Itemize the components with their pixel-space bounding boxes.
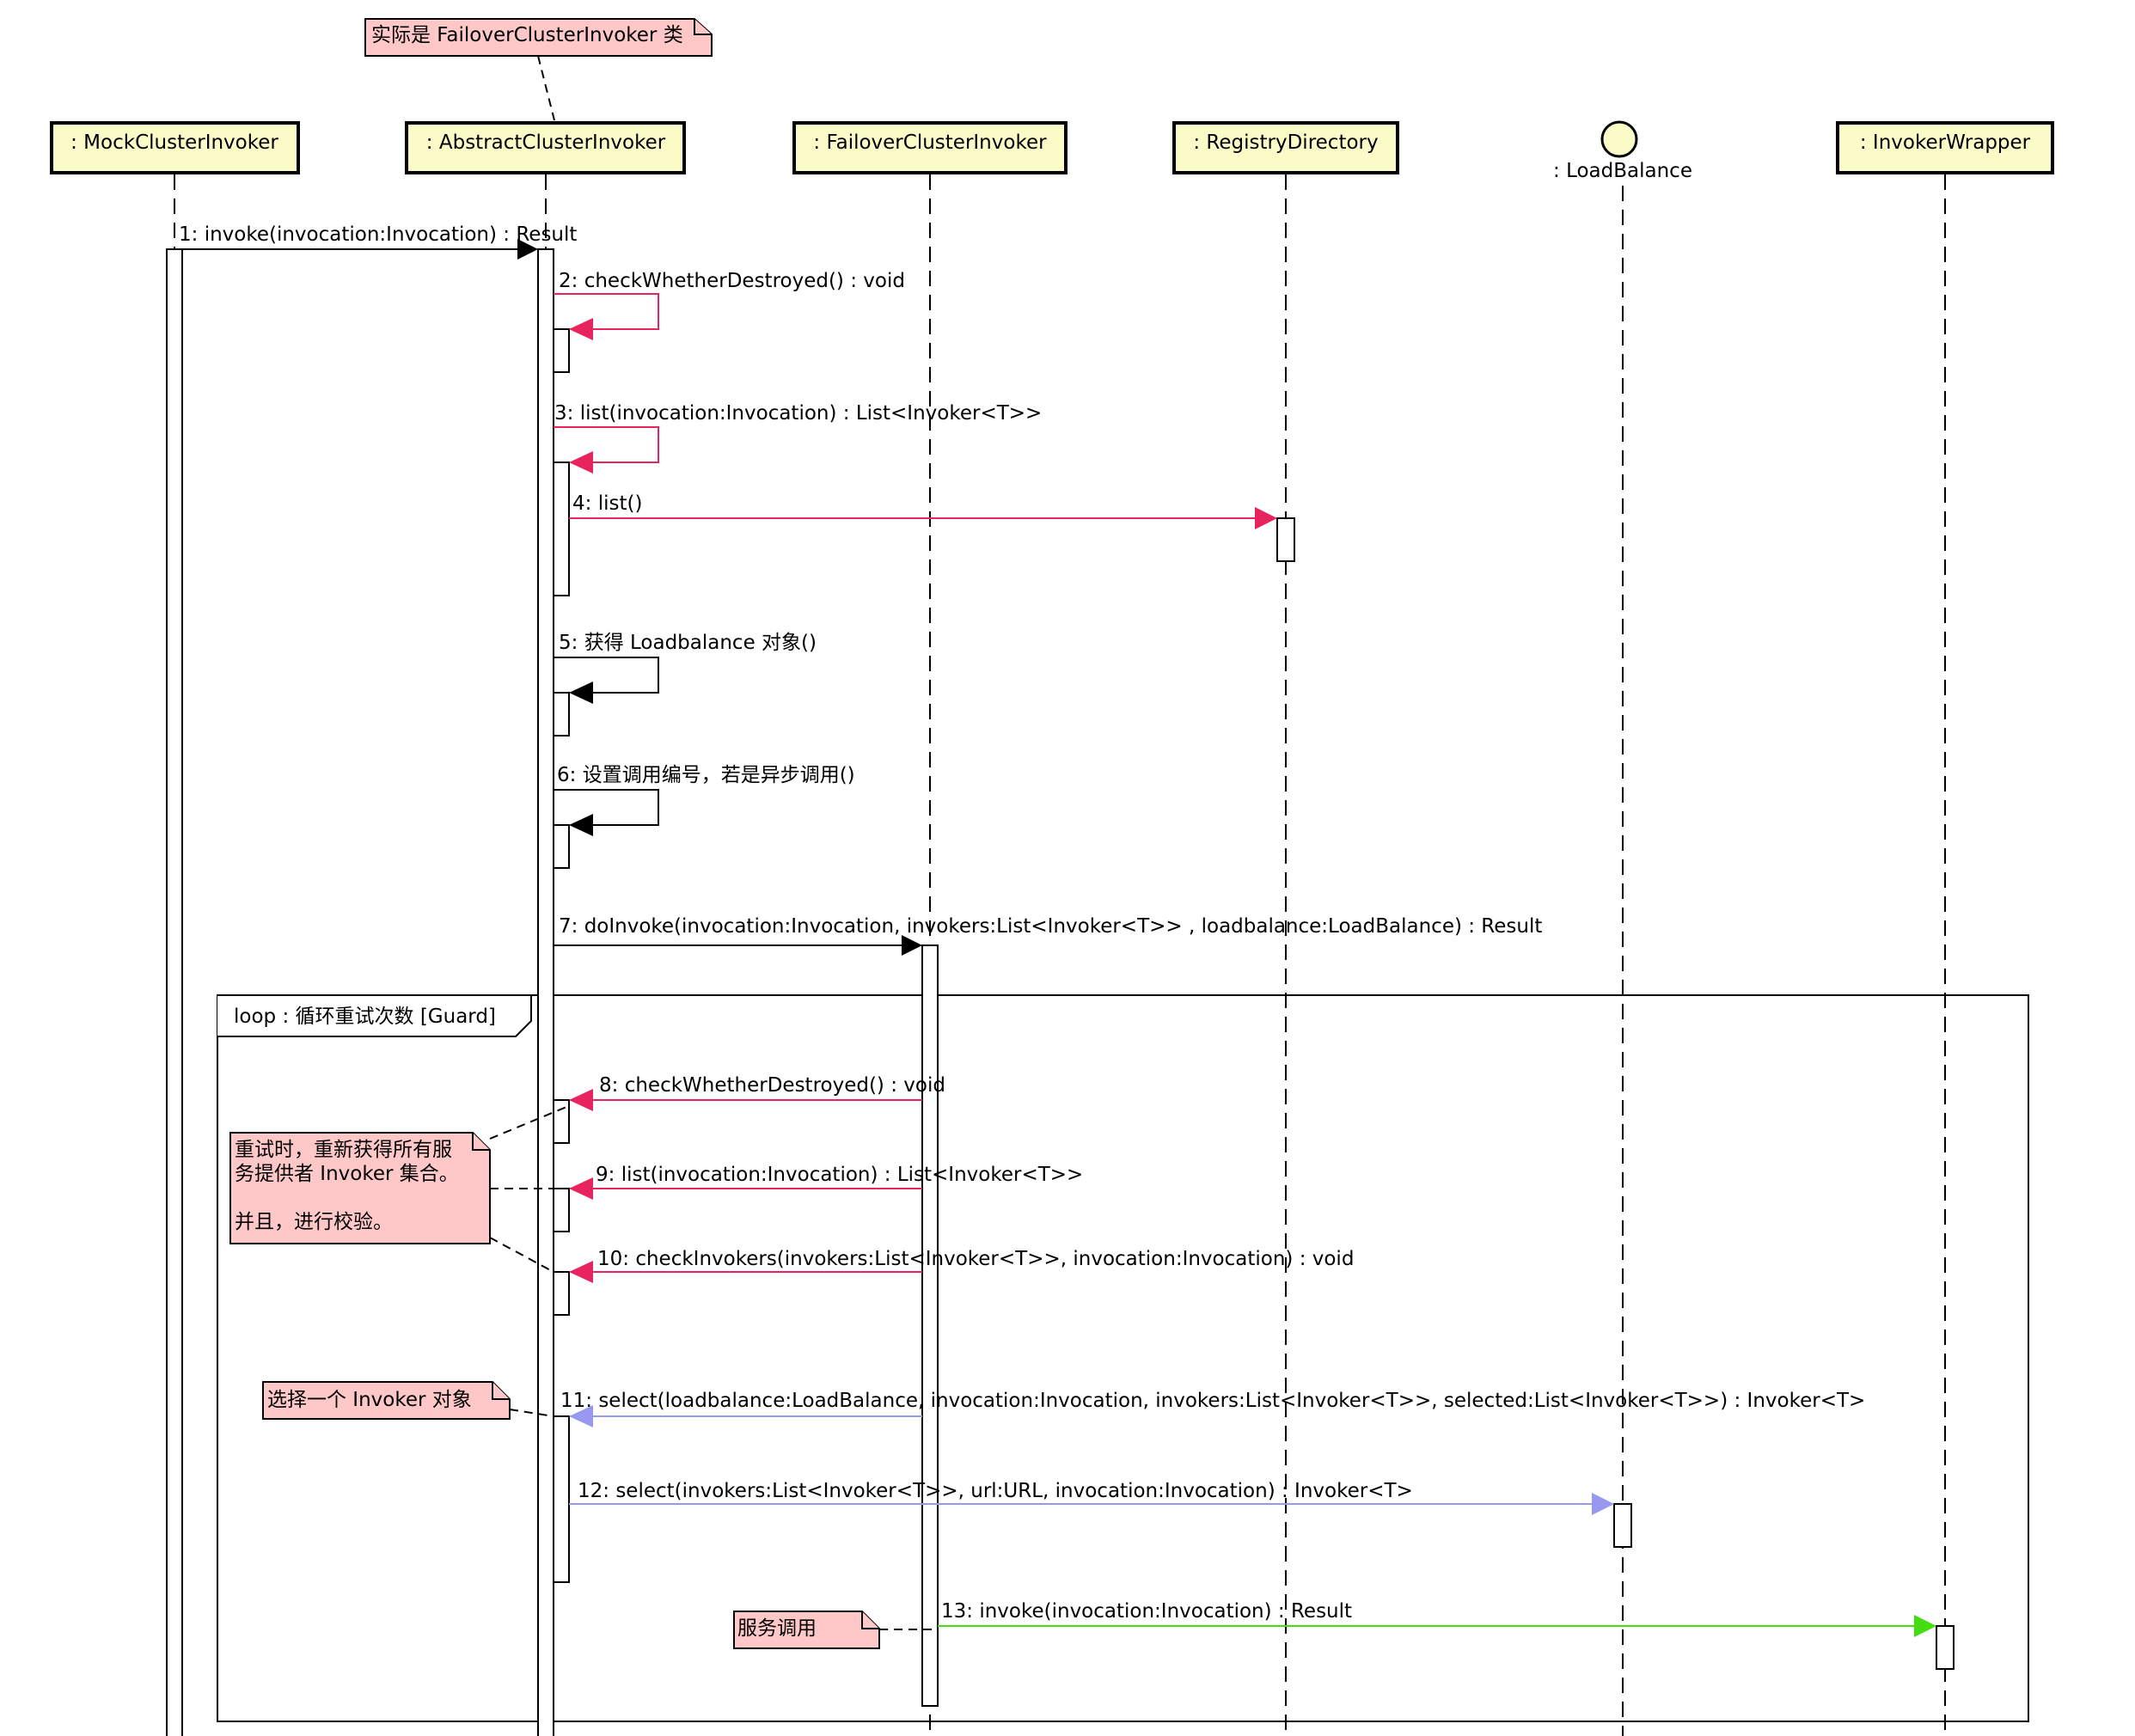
activation-abstract-3 bbox=[553, 462, 570, 596]
loop-label: loop : 循环重试次数 [Guard] bbox=[234, 1006, 496, 1028]
message-10: 10: checkInvokers(invokers:List<Invoker<… bbox=[569, 1248, 1354, 1283]
participant-label: : AbstractClusterInvoker bbox=[426, 131, 666, 154]
participant-abstract-cluster-invoker[interactable]: : AbstractClusterInvoker bbox=[405, 121, 686, 174]
message-13-label: 13: invoke(invocation:Invocation) : Resu… bbox=[941, 1600, 1352, 1623]
activation-abstract-9 bbox=[553, 1188, 570, 1232]
note-retry-line: 重试时，重新获得所有服 bbox=[235, 1139, 452, 1161]
participant-invoker-wrapper[interactable]: : InvokerWrapper bbox=[1836, 121, 2054, 174]
interface-circle-icon bbox=[1600, 120, 1638, 158]
activation-abstract-11 bbox=[553, 1415, 570, 1583]
message-13: 13: invoke(invocation:Invocation) : Resu… bbox=[938, 1600, 1936, 1637]
note-retry: 重试时，重新获得所有服 务提供者 Invoker 集合。 并且，进行校验。 bbox=[229, 1132, 491, 1244]
note-retry-line: 并且，进行校验。 bbox=[235, 1211, 393, 1233]
message-11: 11: select(loadbalance:LoadBalance, invo… bbox=[560, 1390, 1865, 1427]
note-select-text: 选择一个 Invoker 对象 bbox=[267, 1389, 472, 1411]
activation-wrapper bbox=[1936, 1625, 1955, 1670]
note-select: 选择一个 Invoker 对象 bbox=[262, 1381, 511, 1420]
activation-abstract bbox=[537, 248, 554, 1736]
message-2-label: 2: checkWhetherDestroyed() : void bbox=[559, 270, 905, 292]
activation-abstract-2 bbox=[553, 328, 570, 373]
message-8: 8: checkWhetherDestroyed() : void bbox=[569, 1074, 945, 1111]
message-6: 6: 设置调用编号，若是异步调用() bbox=[554, 764, 855, 836]
message-9-label: 9: list(invocation:Invocation) : List<In… bbox=[596, 1164, 1083, 1186]
participant-registry-directory[interactable]: : RegistryDirectory bbox=[1172, 121, 1399, 174]
activation-registry bbox=[1276, 517, 1295, 562]
message-12: 12: select(invokers:List<Invoker<T>>, ur… bbox=[569, 1480, 1614, 1515]
participant-failover-cluster-invoker[interactable]: : FailoverClusterInvoker bbox=[792, 121, 1068, 174]
note-actual-class-text: 实际是 FailoverClusterInvoker 类 bbox=[371, 24, 683, 46]
message-11-label: 11: select(loadbalance:LoadBalance, invo… bbox=[560, 1390, 1865, 1412]
message-9: 9: list(invocation:Invocation) : List<In… bbox=[569, 1164, 1083, 1200]
activation-mock bbox=[166, 248, 183, 1736]
message-7: 7: doInvoke(invocation:Invocation, invok… bbox=[554, 915, 1542, 956]
note-connector bbox=[489, 1237, 554, 1273]
participant-label: : LoadBalance bbox=[1553, 160, 1692, 182]
activation-failover bbox=[921, 944, 939, 1707]
note-retry-line: 务提供者 Invoker 集合。 bbox=[235, 1163, 459, 1185]
loop-frame: loop : 循环重试次数 [Guard] bbox=[217, 994, 2029, 1722]
message-3-label: 3: list(invocation:Invocation) : List<In… bbox=[554, 402, 1042, 425]
participant-mock-cluster-invoker[interactable]: : MockClusterInvoker bbox=[50, 121, 300, 174]
note-connector bbox=[537, 55, 555, 121]
message-5-label: 5: 获得 Loadbalance 对象() bbox=[559, 632, 817, 654]
message-4-label: 4: list() bbox=[572, 492, 642, 515]
participant-label: : RegistryDirectory bbox=[1193, 131, 1378, 154]
note-actual-class: 实际是 FailoverClusterInvoker 类 bbox=[364, 18, 713, 57]
note-service-text: 服务调用 bbox=[737, 1617, 817, 1640]
message-3: 3: list(invocation:Invocation) : List<In… bbox=[554, 402, 1042, 474]
participant-load-balance[interactable]: : LoadBalance bbox=[1553, 120, 1692, 182]
participant-label: : InvokerWrapper bbox=[1860, 131, 2031, 154]
activation-abstract-10 bbox=[553, 1271, 570, 1316]
activation-abstract-8 bbox=[553, 1099, 570, 1144]
message-4: 4: list() bbox=[569, 492, 1277, 529]
note-service: 服务调用 bbox=[733, 1611, 880, 1649]
participant-label: : FailoverClusterInvoker bbox=[813, 131, 1047, 154]
activation-loadbalance bbox=[1613, 1503, 1632, 1548]
message-1-label: 1: invoke(invocation:Invocation) : Resul… bbox=[179, 223, 577, 246]
message-8-label: 8: checkWhetherDestroyed() : void bbox=[599, 1074, 945, 1097]
participant-label: : MockClusterInvoker bbox=[70, 131, 278, 154]
message-7-label: 7: doInvoke(invocation:Invocation, invok… bbox=[559, 915, 1542, 938]
message-6-label: 6: 设置调用编号，若是异步调用() bbox=[557, 764, 855, 786]
message-5: 5: 获得 Loadbalance 对象() bbox=[554, 632, 817, 704]
message-2: 2: checkWhetherDestroyed() : void bbox=[554, 270, 905, 340]
message-10-label: 10: checkInvokers(invokers:List<Invoker<… bbox=[597, 1248, 1354, 1270]
message-12-label: 12: select(invokers:List<Invoker<T>>, ur… bbox=[578, 1480, 1413, 1502]
note-connector bbox=[509, 1409, 554, 1417]
activation-abstract-6 bbox=[553, 824, 570, 869]
activation-abstract-5 bbox=[553, 692, 570, 737]
message-1: 1: invoke(invocation:Invocation) : Resul… bbox=[179, 223, 577, 260]
